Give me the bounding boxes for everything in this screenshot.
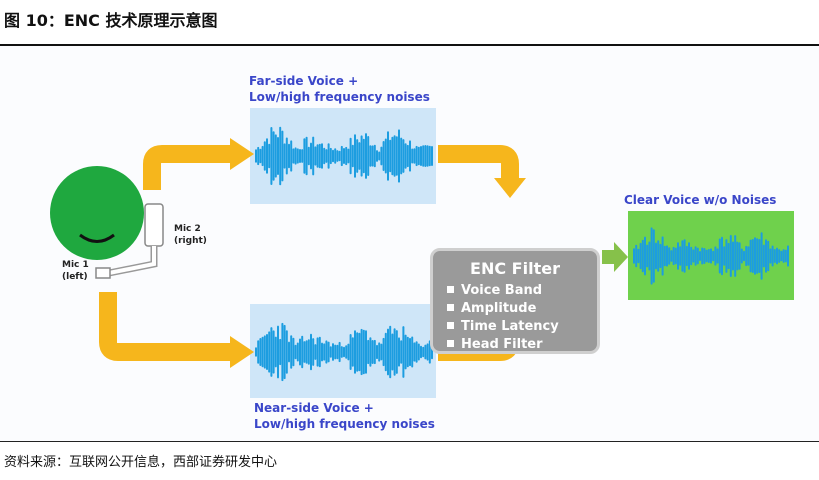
mic-boom-inner <box>103 246 156 276</box>
clear-voice-waveform <box>633 227 789 285</box>
near-side-label-line1: Near-side Voice + <box>254 401 374 415</box>
enc-filter-title: ENC Filter <box>470 259 560 278</box>
mic2-label-line1: Mic 2 <box>174 224 201 234</box>
output-arrowhead <box>614 242 628 272</box>
diagram-graphics <box>50 108 794 398</box>
lower-left-arrowhead <box>230 336 254 368</box>
near-side-label-line2: Low/high frequency noises <box>254 417 435 431</box>
bottom-rule <box>0 441 819 442</box>
enc-item-amplitude: Amplitude <box>447 301 536 316</box>
lower-left-arrow-path <box>99 292 232 361</box>
output-arrow-shaft <box>602 250 616 264</box>
bullet-icon <box>447 322 454 329</box>
enc-item-head-filter: Head Filter <box>447 337 543 352</box>
upper-left-arrow-path <box>143 145 232 190</box>
mic1-label-line1: Mic 1 <box>62 260 89 270</box>
enc-filter-box: ENC Filter Voice Band Amplitude Time Lat… <box>430 248 600 354</box>
upper-right-arrowhead <box>494 178 526 198</box>
far-side-label-line2: Low/high frequency noises <box>249 90 430 104</box>
mic1-capsule <box>95 267 111 279</box>
mic1-label-line2: (left) <box>62 272 88 282</box>
enc-diagram: Far-side Voice + Low/high frequency nois… <box>0 46 819 441</box>
mic2-earpiece <box>144 203 164 247</box>
enc-item-voice-band: Voice Band <box>447 283 542 298</box>
figure-title: 图 10：ENC 技术原理示意图 <box>4 11 218 30</box>
bullet-icon <box>447 286 454 293</box>
upper-left-arrowhead <box>230 138 254 170</box>
mic2-label-line2: (right) <box>174 236 207 246</box>
waveforms <box>255 126 789 382</box>
far-side-waveform <box>255 126 433 186</box>
source-note: 资料来源：互联网公开信息，西部证券研发中心 <box>4 455 278 470</box>
near-side-waveform <box>255 322 433 382</box>
head-circle <box>50 166 144 260</box>
top-rule <box>0 44 819 46</box>
head-smile <box>79 233 115 243</box>
clear-voice-label: Clear Voice w/o Noises <box>624 193 777 207</box>
bullet-icon <box>447 304 454 311</box>
enc-item-time-latency: Time Latency <box>447 319 559 334</box>
bullet-icon <box>447 340 454 347</box>
upper-right-arrow-path <box>438 145 519 180</box>
far-side-label-line1: Far-side Voice + <box>249 74 359 88</box>
